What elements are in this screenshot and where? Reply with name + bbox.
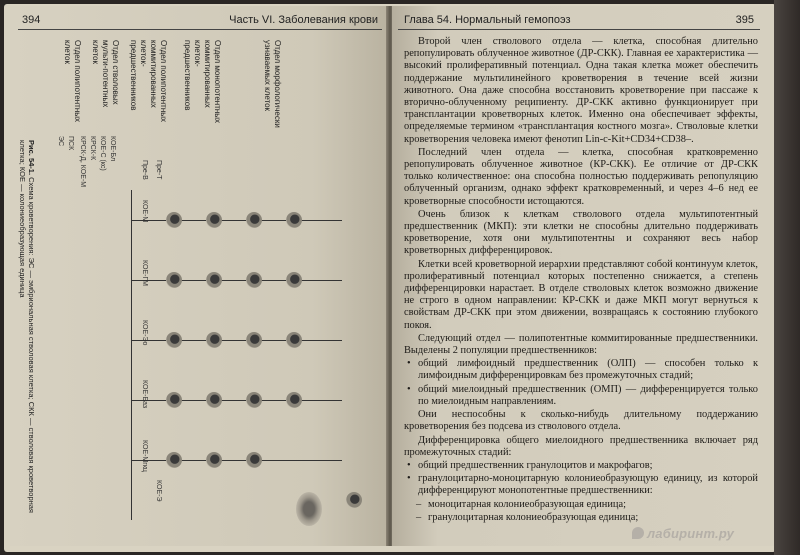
figure-cell xyxy=(206,392,222,408)
left-page: 394 Часть VI. Заболевания крови Отдел по… xyxy=(10,6,388,546)
figure-level-polypotent: Отдел полипотентных клеток xyxy=(63,40,82,122)
figure-cell xyxy=(246,452,262,468)
paragraph: Очень близок к клеткам стволового отдела… xyxy=(404,208,758,257)
figure-cell xyxy=(206,452,222,468)
book-cover-edge xyxy=(774,0,800,555)
figure-cell xyxy=(166,452,182,468)
paragraph: Они неспособны к сколько-нибудь длительн… xyxy=(404,409,758,433)
figure-cell xyxy=(206,212,222,228)
right-running-title: Глава 54. Нормальный гемопоэз xyxy=(404,14,571,26)
figure-cell xyxy=(246,212,262,228)
line-label-koe-eo: КОЕ-Эо xyxy=(141,320,148,346)
stem-label-krsk-k: КРСК-К xyxy=(89,136,96,161)
figure-cell xyxy=(286,332,302,348)
watermark: лабиринт.ру xyxy=(632,526,734,541)
left-running-title: Часть VI. Заболевания крови xyxy=(229,14,378,26)
book-gutter xyxy=(386,6,394,546)
bullet-item: общий лимфоидный предшественник (ОЛП) — … xyxy=(404,358,758,382)
stem-label-koe-s: КОЕ-С (кс) xyxy=(99,136,106,171)
bullet-item: общий миелоидный предшественник (ОМП) — … xyxy=(404,384,758,408)
open-book: 394 Часть VI. Заболевания крови Отдел по… xyxy=(4,4,776,552)
bullet-item: общий предшественник гранулоцитов и макр… xyxy=(404,460,758,472)
megakaryocyte-cell xyxy=(296,492,322,526)
figure-level-monopotent: Отдел монопотентных коммитированных клет… xyxy=(183,40,222,124)
figure-level-multipotent: Отдел стволовых мульти-потентных клеток xyxy=(91,40,120,108)
left-page-number: 394 xyxy=(22,14,41,26)
line-label-koe-e: КОЕ-Э xyxy=(155,480,162,502)
line-label-koe-baz: КОЕ-Баз xyxy=(141,380,148,409)
figure-branch-1 xyxy=(132,220,342,221)
right-page: Глава 54. Нормальный гемопоэз 395 Второй… xyxy=(392,6,774,546)
stem-label-koe-bl: КОЕ-Бл xyxy=(109,136,116,162)
figure-caption-text: Схема кроветворения: ЭС — эмбриональная … xyxy=(18,140,36,513)
figure-branch-3 xyxy=(132,340,342,341)
stem-label-es: ЭС xyxy=(57,136,64,147)
figure-cell xyxy=(166,212,182,228)
line-label-pre-t: Пре-Т xyxy=(155,160,162,180)
figure-cell xyxy=(166,272,182,288)
figure-cell xyxy=(166,332,182,348)
stem-label-psk: ПСК xyxy=(67,136,74,151)
figure-level-morphological: Отдел морфологически узнаваемых клеток xyxy=(263,40,282,128)
bullet-item: гранулоцитарно-моноцитарную колониеобраз… xyxy=(404,473,758,497)
right-page-number: 395 xyxy=(735,14,754,26)
figure-cell xyxy=(346,492,362,508)
figure-cell xyxy=(286,212,302,228)
right-page-header: Глава 54. Нормальный гемопоэз 395 xyxy=(398,12,760,30)
bird-logo-icon xyxy=(632,527,644,539)
figure-branch-5 xyxy=(132,460,342,461)
paragraph: Дифференцировка общего миелоидного предш… xyxy=(404,434,758,458)
figure-cell xyxy=(166,392,182,408)
left-page-header: 394 Часть VI. Заболевания крови xyxy=(18,12,382,30)
paragraph: Последний член отдела — клетка, способна… xyxy=(404,146,758,207)
figure-branch-2 xyxy=(132,280,342,281)
paragraph: Клетки всей кроветворной иерархии предст… xyxy=(404,258,758,331)
paragraph: Следующий отдел — полипотентные коммитир… xyxy=(404,332,758,357)
figure-main-line xyxy=(131,190,132,520)
body-text: Второй член стволового отдела — клетка, … xyxy=(404,36,758,525)
figure-cell xyxy=(206,332,222,348)
figure-level-polypotent-committed: Отдел полипотентных коммитированных клет… xyxy=(129,40,168,122)
figure-cell xyxy=(286,392,302,408)
dash-item: гранулоцитарная колониеобразующая единиц… xyxy=(404,512,758,524)
paragraph: Второй член стволового отдела — клетка, … xyxy=(404,36,758,145)
line-label-pre-b: Пре-В xyxy=(141,160,148,180)
line-label-koe-gm: КОЕ-ГМ xyxy=(141,260,148,286)
figure-cell xyxy=(246,272,262,288)
watermark-text: лабиринт.ру xyxy=(647,526,735,541)
line-label-koe-m: КОЕ-М xyxy=(141,200,148,223)
figure-cell xyxy=(206,272,222,288)
dash-item: моноцитарная колониеобразующая единица; xyxy=(404,499,758,511)
stem-label-krsk-d: КРСК-Д, КОЕ-М xyxy=(79,136,86,188)
hematopoiesis-figure: Отдел полипотентных клеток Отдел стволов… xyxy=(18,40,382,540)
figure-caption: Рис. 54-1. Схема кроветворения: ЭС — эмб… xyxy=(18,140,36,530)
figure-branch-4 xyxy=(132,400,342,401)
figure-cell xyxy=(286,272,302,288)
line-label-koe-mgkc: КОЕ-Мгкц xyxy=(141,440,148,472)
figure-cell xyxy=(246,392,262,408)
figure-cell xyxy=(246,332,262,348)
figure-caption-label: Рис. 54-1. xyxy=(27,140,36,176)
